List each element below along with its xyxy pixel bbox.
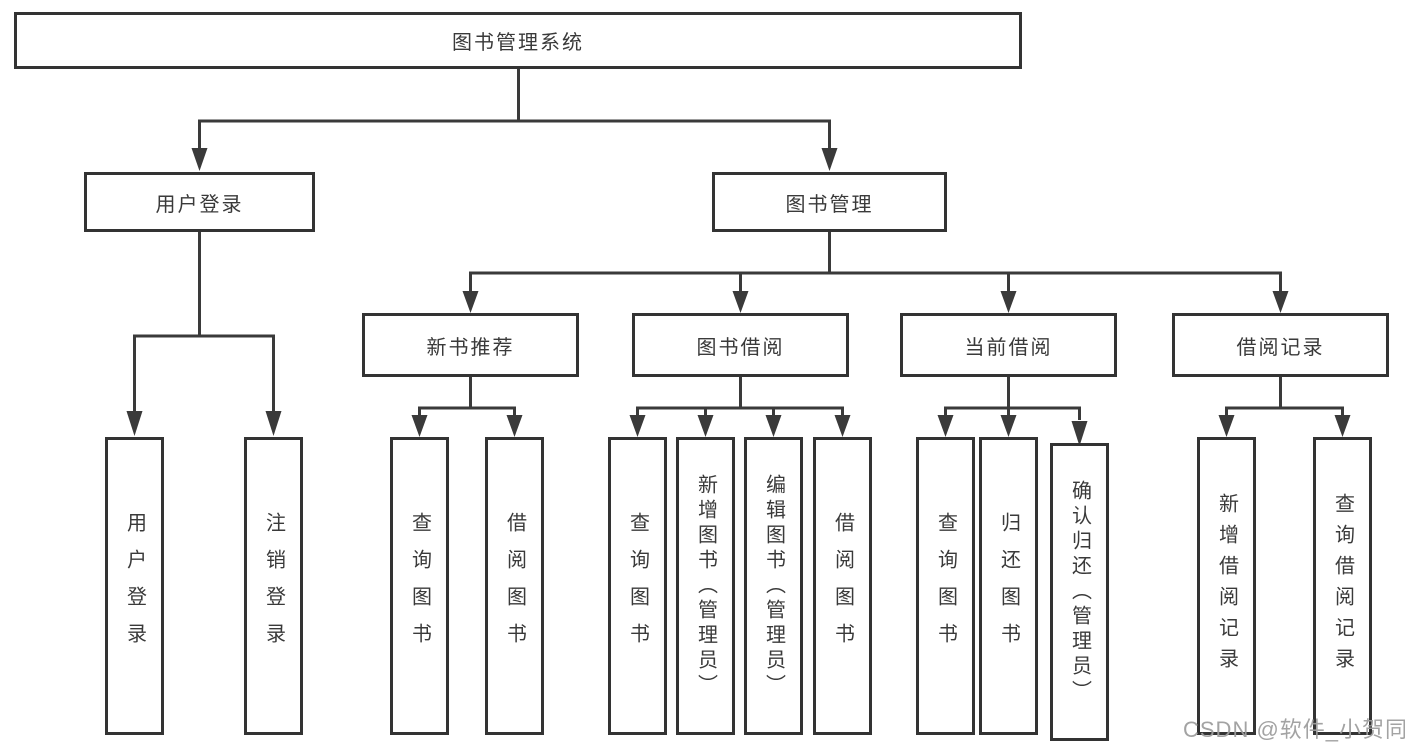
- leaf-query-borrow-record-label: 查询借阅记录: [1331, 493, 1354, 679]
- leaf-edit-books-admin-label: 编辑图书（管理员）: [762, 473, 785, 699]
- connector-new-books-split: [418, 406, 516, 418]
- connector-records-split: [1225, 406, 1344, 418]
- arrowhead-leaf: [697, 415, 714, 437]
- arrowhead-login-leaf: [126, 411, 143, 436]
- connector-user-login-split: [133, 334, 275, 414]
- arrowhead-current: [1000, 291, 1017, 313]
- arrowhead-leaf: [629, 415, 646, 437]
- node-book-borrow: 图书借阅: [632, 313, 849, 377]
- arrowhead-leaf: [506, 415, 523, 437]
- leaf-query-books-2: 查询图书: [608, 437, 667, 735]
- leaf-confirm-return-admin-label: 确认归还（管理员）: [1068, 479, 1091, 705]
- arrowhead-leaf: [1071, 421, 1088, 446]
- node-book-borrow-label: 图书借阅: [696, 336, 785, 359]
- leaf-add-borrow-record-label: 新增借阅记录: [1215, 493, 1238, 679]
- node-borrow-records-label: 借阅记录: [1236, 336, 1325, 359]
- arrowhead-leaf: [1218, 415, 1235, 437]
- node-user-login: 用户登录: [84, 172, 315, 232]
- leaf-query-books-2-label: 查询图书: [626, 512, 649, 660]
- leaf-add-books-admin-label: 新增图书（管理员）: [694, 473, 717, 699]
- leaf-borrow-books-2: 借阅图书: [813, 437, 872, 735]
- leaf-query-books-3: 查询图书: [916, 437, 975, 735]
- node-book-management-label: 图书管理: [785, 193, 874, 216]
- leaf-add-borrow-record: 新增借阅记录: [1197, 437, 1256, 735]
- arrowhead-leaf: [1000, 415, 1017, 437]
- arrowhead-leaf: [765, 415, 782, 437]
- arrowhead-book-mgmt: [821, 148, 838, 171]
- leaf-query-books-1-label: 查询图书: [408, 512, 431, 660]
- leaf-add-books-admin: 新增图书（管理员）: [676, 437, 735, 735]
- node-current-borrow-label: 当前借阅: [964, 336, 1053, 359]
- leaf-query-books-1: 查询图书: [390, 437, 449, 735]
- arrowhead-new-books: [462, 291, 479, 313]
- node-root-label: 图书管理系统: [452, 32, 584, 54]
- arrowhead-user-login: [191, 148, 208, 171]
- node-book-management: 图书管理: [712, 172, 947, 232]
- connector-root-split: [198, 119, 831, 150]
- leaf-edit-books-admin: 编辑图书（管理员）: [744, 437, 803, 735]
- arrowhead-logout-leaf: [265, 411, 282, 436]
- node-borrow-records: 借阅记录: [1172, 313, 1389, 377]
- leaf-borrow-books-1: 借阅图书: [485, 437, 544, 735]
- leaf-return-books-label: 归还图书: [997, 512, 1020, 660]
- arrowhead-leaf: [1334, 415, 1351, 437]
- arrowhead-records: [1272, 291, 1289, 313]
- csdn-watermark: CSDN @软件_小贺同学: [1183, 717, 1405, 742]
- arrowhead-leaf: [834, 415, 851, 437]
- leaf-logout-label: 注销登录: [262, 512, 285, 660]
- node-user-login-label: 用户登录: [155, 193, 244, 216]
- leaf-user-login-label: 用户登录: [123, 512, 146, 660]
- leaf-borrow-books-2-label: 借阅图书: [831, 512, 854, 660]
- connector-borrow-split: [636, 406, 844, 418]
- arrowhead-leaf: [411, 415, 428, 437]
- node-root: 图书管理系统: [14, 12, 1022, 69]
- leaf-logout: 注销登录: [244, 437, 303, 735]
- leaf-query-borrow-record: 查询借阅记录: [1313, 437, 1372, 735]
- leaf-user-login: 用户登录: [105, 437, 164, 735]
- connector-current-split: [944, 406, 1081, 420]
- leaf-borrow-books-1-label: 借阅图书: [503, 512, 526, 660]
- node-new-book-recommend: 新书推荐: [362, 313, 579, 377]
- node-new-book-recommend-label: 新书推荐: [426, 336, 515, 359]
- leaf-confirm-return-admin: 确认归还（管理员）: [1050, 443, 1109, 741]
- leaf-return-books: 归还图书: [979, 437, 1038, 735]
- connector-book-mgmt-split: [469, 271, 1282, 293]
- arrowhead-borrow: [732, 291, 749, 313]
- node-current-borrow: 当前借阅: [900, 313, 1117, 377]
- arrowhead-leaf: [937, 415, 954, 437]
- leaf-query-books-3-label: 查询图书: [934, 512, 957, 660]
